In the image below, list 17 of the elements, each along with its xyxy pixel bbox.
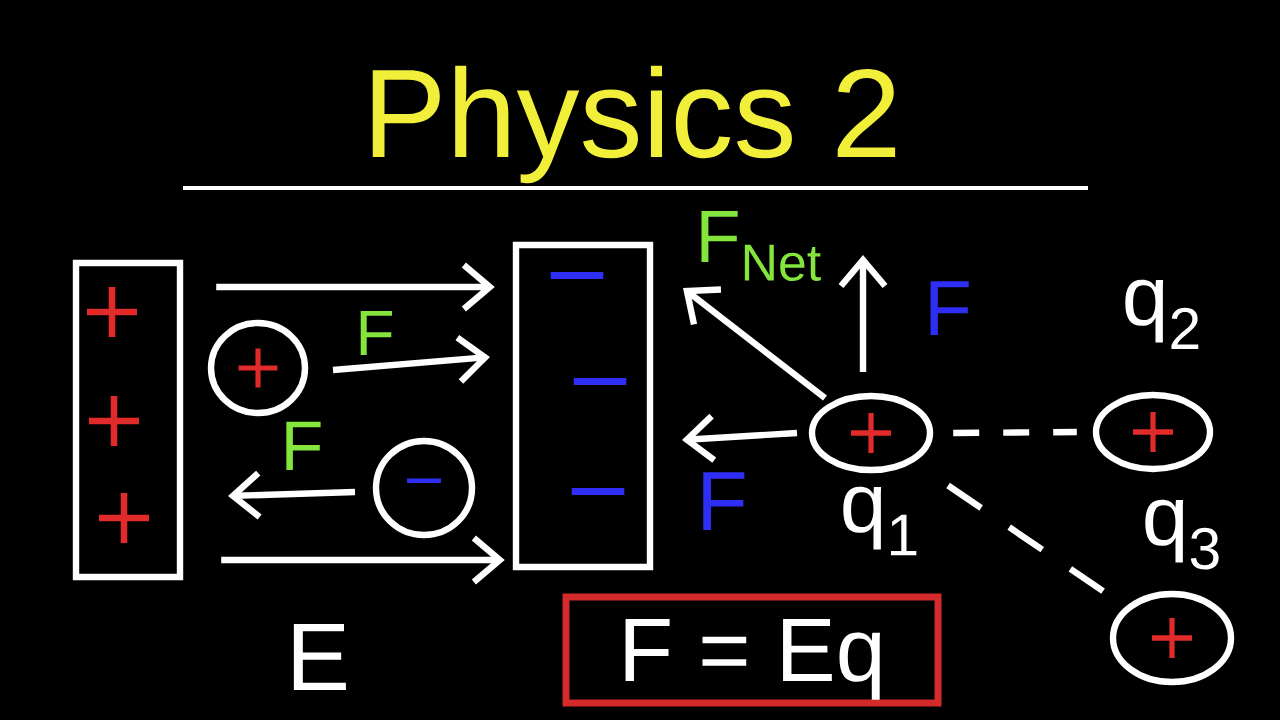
field-label: E: [293, 623, 346, 690]
title: Physics 2: [372, 65, 896, 184]
charged-plate: + + +: [72, 259, 184, 581]
formula-box: F = Eq: [562, 593, 942, 707]
force-label: F: [286, 421, 321, 470]
field-arrow: [216, 262, 495, 312]
dashed-line: [953, 428, 1077, 437]
charge-label: q$_{2}$: [1125, 279, 1199, 349]
dashed-line: [946, 482, 1105, 594]
force-label: F: [930, 281, 969, 335]
charged-plate: − − −: [512, 241, 654, 571]
charge-label: q$_{1}$: [843, 486, 917, 556]
force-label: F: [703, 472, 745, 530]
field-arrow: [221, 535, 505, 585]
force-label: F$_{Net}$: [701, 211, 821, 281]
charge-label: q$_{3}$: [1145, 499, 1219, 570]
force-label: F: [360, 311, 392, 355]
